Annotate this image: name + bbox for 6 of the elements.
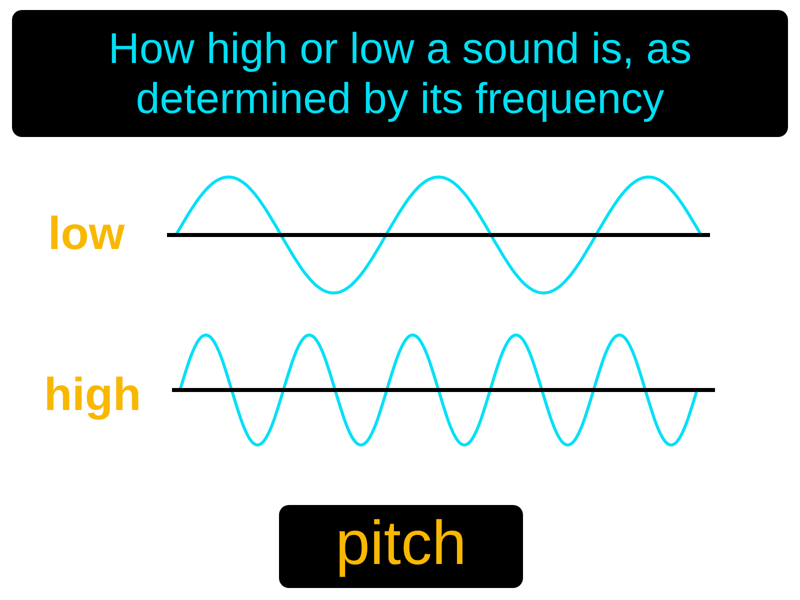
- definition-banner: [12, 10, 788, 137]
- wave-label: low: [48, 206, 125, 261]
- term-banner: [279, 505, 523, 588]
- term-text: pitch: [336, 508, 466, 578]
- wave-label: high: [44, 367, 142, 422]
- definition-text: How high or low a sound is, as determined by its frequency: [107, 24, 693, 124]
